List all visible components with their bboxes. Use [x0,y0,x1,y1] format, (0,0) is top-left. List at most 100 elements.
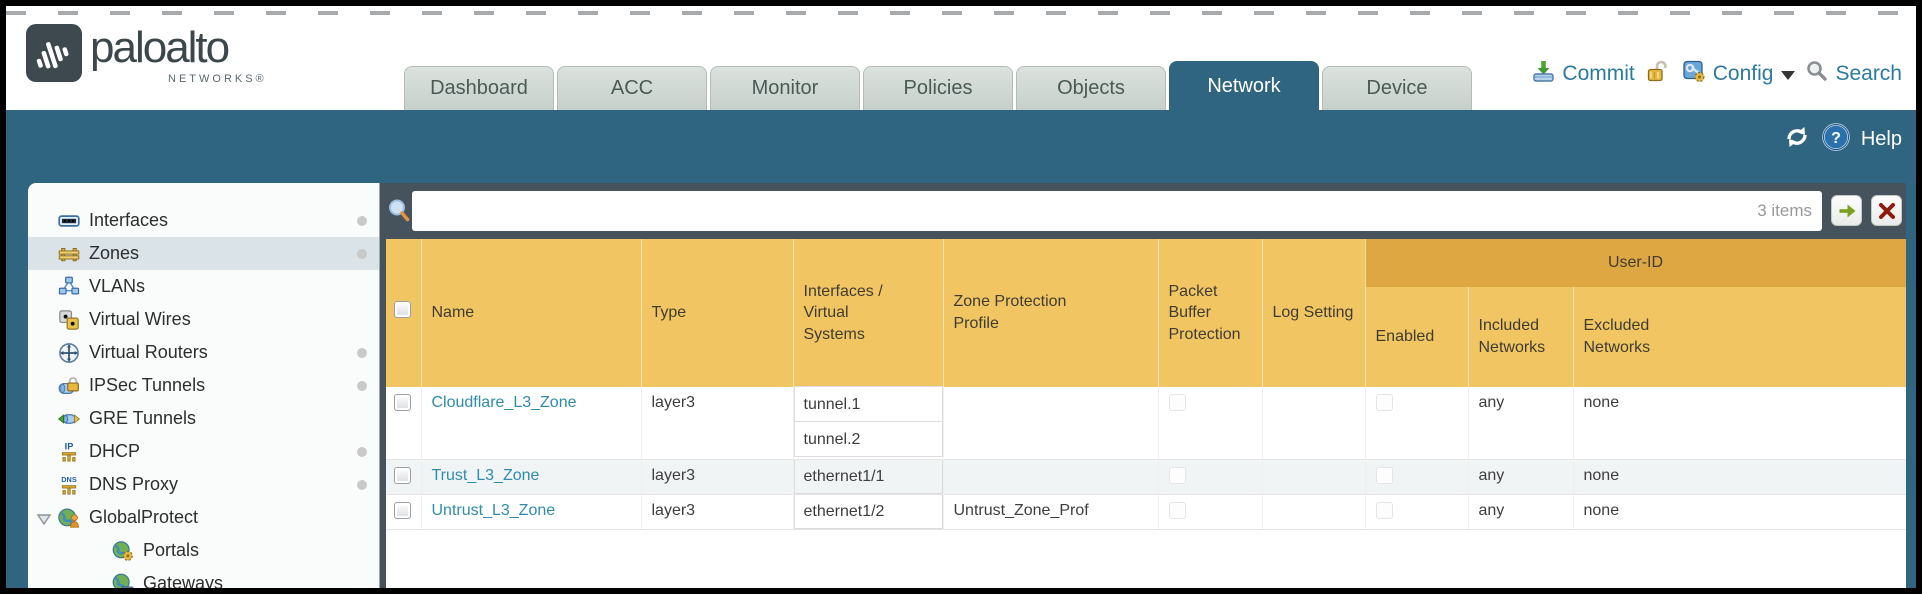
tab-device[interactable]: Device [1322,66,1472,110]
status-dot [357,348,367,358]
filter-search-icon [387,198,413,230]
gateways-icon [112,573,134,588]
config-menu[interactable]: Config [1681,58,1796,90]
sidebar-item-dns-proxy[interactable]: DNS DNS Proxy [28,468,379,501]
tab-dashboard[interactable]: Dashboard [404,66,554,110]
zone-name-link[interactable]: Untrust_L3_Zone [431,501,556,519]
interface-item: tunnel.1 [793,386,943,422]
col-header-interfaces-label: Interfaces / Virtual Systems [803,282,883,343]
included-networks: any [1468,493,1574,530]
userid-enabled-checkbox [1375,394,1393,411]
col-header-interfaces[interactable]: Interfaces / Virtual Systems [793,239,944,387]
zone-name-link[interactable]: Cloudflare_L3_Zone [431,394,577,411]
row-checkbox[interactable] [394,466,411,484]
expander-triangle-icon[interactable] [36,510,52,531]
tab-policies[interactable]: Policies [863,66,1013,110]
sidebar-item-globalprotect[interactable]: GlobalProtect [28,501,379,534]
brand-text: paloalto NETWORKS® [90,24,267,86]
sidebar-item-gateways[interactable]: Gateways [28,567,379,588]
filter-input[interactable] [422,196,1758,226]
zone-protection-profile [943,458,1159,494]
col-header-included-networks[interactable]: Included Networks [1468,287,1574,387]
group-header-user-id: User-ID [1365,239,1906,287]
sidebar-label: Virtual Routers [89,342,208,362]
sidebar-item-interfaces[interactable]: Interfaces [28,204,379,237]
col-header-type[interactable]: Type [641,239,794,387]
commit-button[interactable]: Commit [1531,59,1635,90]
window-edge-dashes [6,11,1916,15]
sidebar-item-virtual-routers[interactable]: Virtual Routers [28,336,379,369]
col-header-log-setting[interactable]: Log Setting [1262,239,1366,387]
row-checkbox[interactable] [394,394,411,411]
tab-objects[interactable]: Objects [1016,66,1166,110]
config-caret-icon [1781,71,1796,80]
content-area: 3 items [380,183,1906,588]
excluded-networks: none [1573,493,1906,530]
utility-bar: Commit [1531,58,1902,90]
sidebar-label: DNS Proxy [89,474,179,494]
band-actions: ? Help [1783,122,1902,157]
commit-icon [1531,59,1556,90]
zone-interfaces: ethernet1/1 [793,458,944,494]
col-header-zone-protection[interactable]: Zone Protection Profile [943,239,1159,387]
zone-name-link[interactable]: Trust_L3_Zone [431,466,540,484]
header-select-all [386,239,422,387]
apply-filter-button[interactable] [1831,195,1862,226]
sidebar-item-gre-tunnels[interactable]: GRE Tunnels [28,402,379,435]
excluded-networks: none [1573,387,1906,459]
dns-proxy-icon: DNS [58,474,80,496]
col-header-packet-buffer-label: Packet Buffer Protection [1168,282,1241,343]
portals-icon [112,540,134,562]
sidebar-item-zones[interactable]: Zones [28,237,379,270]
sidebar-label: DHCP [89,441,141,461]
global-search[interactable]: Search [1805,59,1902,89]
sidebar-label: GRE Tunnels [89,408,197,428]
zone-type: layer3 [641,387,794,459]
clear-filter-button[interactable] [1871,195,1902,226]
col-header-packet-buffer[interactable]: Packet Buffer Protection [1158,239,1263,387]
lock-icon[interactable] [1645,58,1671,90]
sidebar-item-vlans[interactable]: VLANs [28,270,379,303]
help-label[interactable]: Help [1860,128,1902,150]
included-networks: any [1468,458,1574,494]
table-row: Cloudflare_L3_Zone layer3 tunnel.1 tunne… [386,386,1906,459]
sidebar-label: GlobalProtect [89,507,199,527]
col-header-excluded-label: Excluded Networks [1583,317,1651,356]
network-sidebar: Interfaces Zones VLANs Virtual Wires [28,183,380,588]
userid-enabled-checkbox [1375,466,1393,484]
svg-text:IP: IP [65,441,74,451]
excluded-networks: none [1573,458,1906,494]
zone-protection-profile [943,387,1159,459]
search-label: Search [1835,62,1902,85]
col-header-zone-protection-label: Zone Protection Profile [953,293,1067,332]
refresh-icon[interactable] [1783,123,1811,156]
sidebar-item-ipsec-tunnels[interactable]: IPSec Tunnels [28,369,379,402]
col-header-enabled[interactable]: Enabled [1365,287,1469,387]
commit-label: Commit [1562,62,1635,85]
select-all-checkbox[interactable] [394,301,411,319]
sidebar-item-dhcp[interactable]: IP DHCP [28,435,379,468]
paloalto-logo-icon [26,24,82,82]
sidebar-item-portals[interactable]: Portals [28,534,379,567]
svg-text:?: ? [1831,130,1841,147]
tab-network[interactable]: Network [1169,61,1319,110]
sidebar-label: Portals [143,540,200,560]
packet-buffer-checkbox [1168,394,1186,411]
help-icon[interactable]: ? [1821,122,1851,157]
tab-acc[interactable]: ACC [557,66,707,110]
row-checkbox[interactable] [394,501,411,519]
sidebar-item-virtual-wires[interactable]: Virtual Wires [28,303,379,336]
table-row: Trust_L3_Zone layer3 ethernet1/1 any non… [386,458,1906,494]
col-header-name[interactable]: Name [421,239,642,387]
zones-icon [58,243,80,265]
tab-monitor[interactable]: Monitor [710,66,860,110]
virtual-wires-icon [58,309,80,331]
packet-buffer-checkbox [1168,466,1186,484]
col-header-excluded-networks[interactable]: Excluded Networks [1573,287,1906,387]
status-dot [357,216,367,226]
zones-table-wrap: Name Type Interfaces / Virtual Systems Z… [386,239,1906,588]
zone-protection-profile: Untrust_Zone_Prof [943,493,1159,530]
userid-enabled-checkbox [1375,501,1393,519]
status-dot [357,480,367,490]
